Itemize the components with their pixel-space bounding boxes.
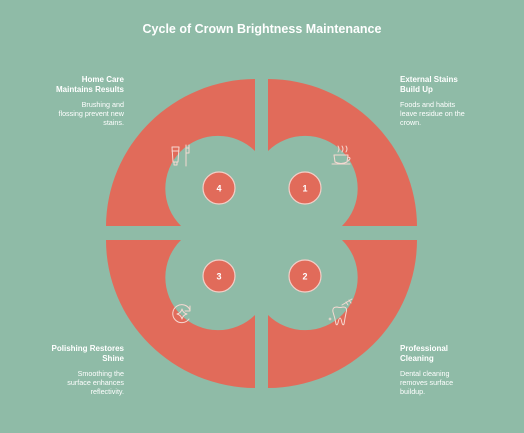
diagram-title: Cycle of Crown Brightness Maintenance: [142, 22, 382, 36]
step-4-heading: Home Care Maintains Results: [55, 75, 124, 94]
step-1-number: 1: [302, 184, 307, 194]
step-1-heading: External Stains Build Up: [400, 75, 458, 94]
step-2-number: 2: [302, 272, 307, 282]
step-3-label: Polishing Restores Shine Smoothing the s…: [24, 344, 124, 396]
step-2-heading: Professional Cleaning: [400, 344, 449, 363]
step-3-number: 3: [216, 272, 221, 282]
step-1-badge: 1: [288, 171, 322, 205]
step-3-description: Smoothing the surface enhances reflectiv…: [67, 369, 124, 396]
step-2-description: Dental cleaning removes surface buildup.: [400, 369, 454, 396]
segment-step-2: [268, 240, 417, 388]
step-4-number: 4: [216, 184, 221, 194]
step-2-badge: 2: [288, 259, 322, 293]
segment-step-1: [268, 79, 417, 226]
step-1-description: Foods and habits leave residue on the cr…: [400, 100, 465, 127]
segment-step-4: [106, 79, 255, 226]
coffee-cup-icon: [331, 145, 351, 165]
sparkle-refresh-icon: [172, 304, 191, 324]
step-4-badge: 4: [202, 171, 236, 205]
step-2-label: Professional Cleaning Dental cleaning re…: [400, 344, 490, 396]
step-4-description: Brushing and flossing prevent new stains…: [58, 100, 124, 127]
tooth-brush-icon: [328, 298, 353, 326]
segment-step-3: [106, 240, 255, 388]
toothpaste-toothbrush-icon: [171, 144, 190, 167]
step-1-label: External Stains Build Up Foods and habit…: [400, 75, 490, 127]
step-3-badge: 3: [202, 259, 236, 293]
step-3-heading: Polishing Restores Shine: [51, 344, 124, 363]
step-4-label: Home Care Maintains Results Brushing and…: [24, 75, 124, 127]
